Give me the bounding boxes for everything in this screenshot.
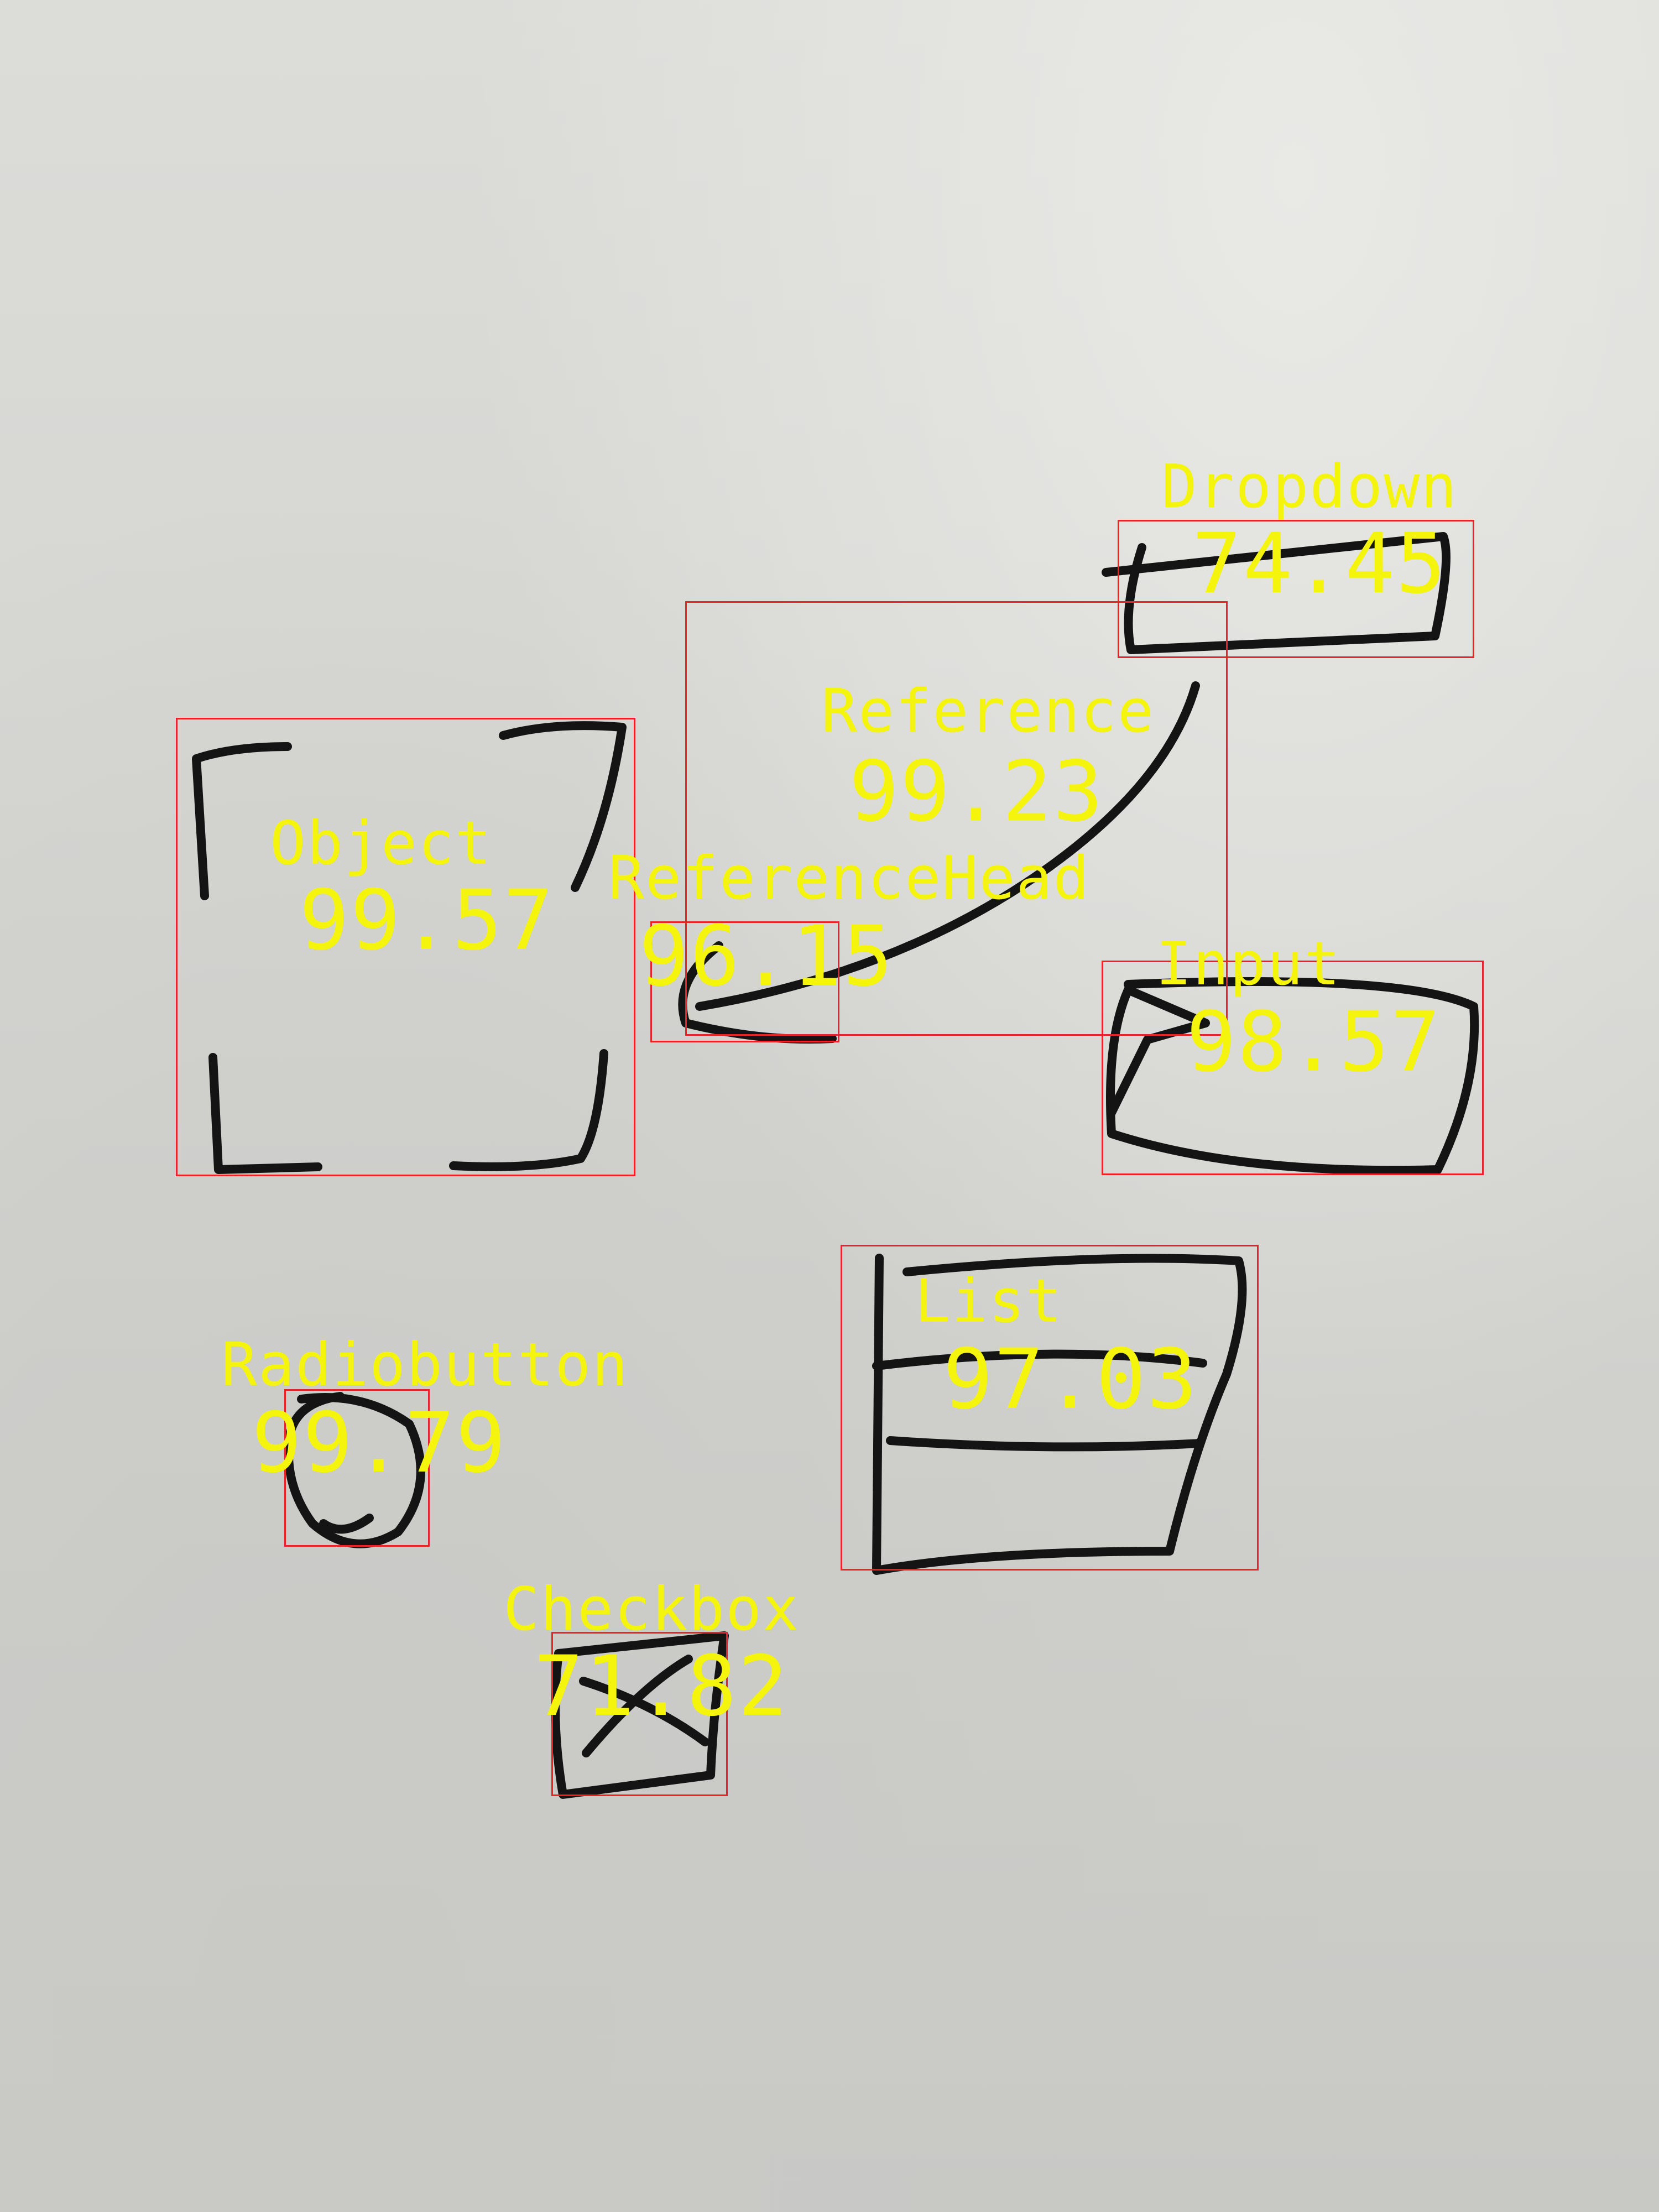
reference-detection-box [685,601,1228,1036]
radiobutton-sketch-tail [319,1514,374,1534]
object-sketch-bottom-right [449,1049,608,1171]
list-sketch-line-1 [872,1349,1207,1370]
reference-head-sketch [678,941,837,1044]
object-detection-box [176,718,635,1176]
input-score: 98.57 [1186,994,1442,1091]
list-label: List [915,1267,1063,1336]
checkbox-score: 71.82 [534,1639,789,1735]
object-sketch-top-right [499,721,627,892]
checkbox-sketch-cross-b [582,1655,693,1757]
reference-head-detection-box [650,921,839,1042]
reference-head-label: ReferenceHead [608,844,1091,913]
input-detection-box [1102,961,1484,1175]
dropdown-detection-box [1118,520,1474,658]
reference-head-score: 96.15 [639,909,894,1005]
checkbox-label: Checkbox [503,1575,800,1644]
dropdown-score: 74.45 [1192,516,1447,612]
radiobutton-label: Radiobutton [221,1331,629,1400]
reference-label: Reference [821,677,1155,746]
reference-score: 99.23 [849,744,1104,840]
checkbox-sketch [551,1631,729,1799]
object-score: 99.57 [299,873,555,969]
list-detection-box [841,1245,1259,1571]
checkbox-detection-box [551,1632,728,1796]
reference-sketch [695,681,1200,1011]
checkbox-sketch-cross-a [579,1677,709,1746]
radiobutton-score: 99.79 [252,1395,507,1491]
dropdown-label: Dropdown [1161,452,1458,521]
list-score: 97.03 [943,1332,1198,1428]
list-sketch-frame [872,1254,1247,1575]
input-sketch [1106,977,1479,1175]
radiobutton-detection-box [284,1389,430,1547]
object-label: Object [270,809,493,878]
object-sketch-top-left [192,742,292,900]
dropdown-sketch [1102,532,1451,654]
object-sketch-bottom-left [208,1053,322,1174]
list-sketch-line-2 [886,1436,1204,1452]
radiobutton-sketch [284,1392,425,1548]
input-label: Input [1156,930,1342,999]
